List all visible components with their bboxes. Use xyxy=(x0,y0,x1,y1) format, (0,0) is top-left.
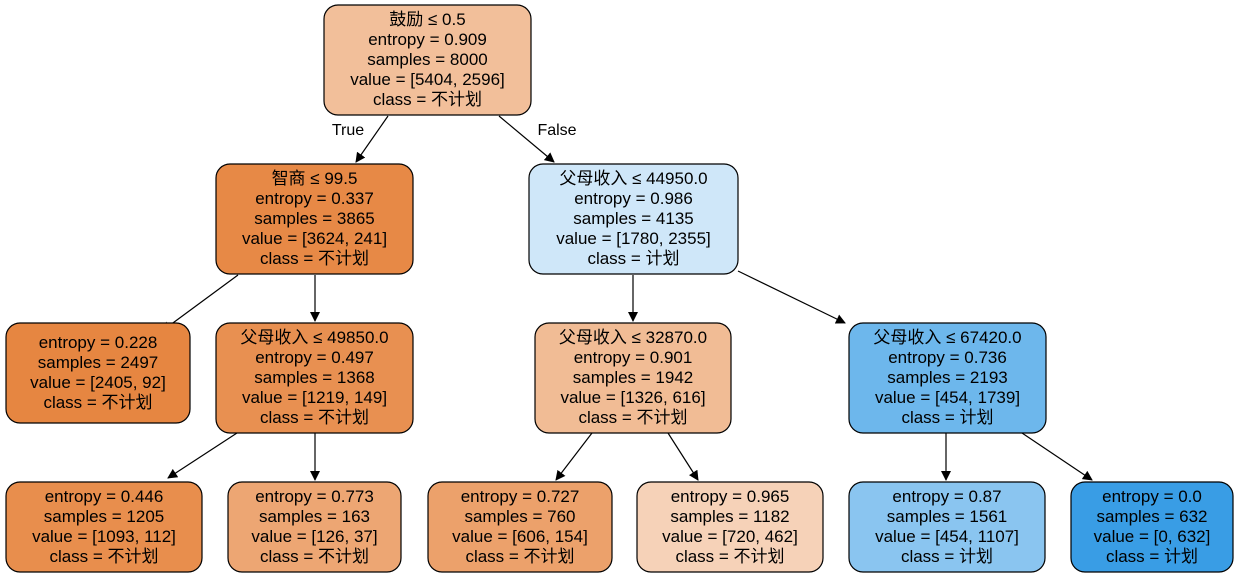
node-line: entropy = 0.0 xyxy=(1102,487,1202,506)
node-line: 鼓励 ≤ 0.5 xyxy=(389,10,465,29)
node-box xyxy=(534,322,732,434)
node-line: class = 不计划 xyxy=(260,408,369,427)
node-line: 父母收入 ≤ 32870.0 xyxy=(559,328,707,347)
node-box xyxy=(5,322,191,424)
node-line: 父母收入 ≤ 67420.0 xyxy=(873,328,1021,347)
node-box xyxy=(427,481,613,573)
node-line: samples = 1942 xyxy=(573,368,694,387)
node-line: samples = 632 xyxy=(1096,507,1207,526)
node-line: class = 计划 xyxy=(901,547,993,566)
node-line: value = [5404, 2596] xyxy=(350,70,505,89)
node-line: class = 不计划 xyxy=(675,547,784,566)
node-line: samples = 1182 xyxy=(670,507,789,526)
edge-n0-n2 xyxy=(498,115,555,163)
node-line: 智商 ≤ 99.5 xyxy=(272,169,358,188)
node-line: entropy = 0.87 xyxy=(892,487,1001,506)
edge-label-false: False xyxy=(537,122,576,139)
edge-n2-n6 xyxy=(737,270,846,324)
node-box xyxy=(227,481,402,573)
node-line: entropy = 0.736 xyxy=(888,348,1007,367)
node-line: samples = 8000 xyxy=(367,50,488,69)
node-line: samples = 2497 xyxy=(38,353,159,372)
node-line: entropy = 0.228 xyxy=(39,333,158,352)
node-line: class = 不计划 xyxy=(465,547,574,566)
node-line: entropy = 0.773 xyxy=(255,487,374,506)
node-line: value = [454, 1739] xyxy=(875,388,1020,407)
node-box xyxy=(636,481,824,573)
node-line: value = [3624, 241] xyxy=(242,229,387,248)
node-line: class = 计划 xyxy=(1106,547,1198,566)
edge-n5-n10 xyxy=(667,432,699,481)
node-line: class = 不计划 xyxy=(578,408,687,427)
node-line: samples = 1205 xyxy=(44,507,165,526)
node-line: value = [2405, 92] xyxy=(30,373,166,392)
node-box xyxy=(848,322,1047,434)
node-box xyxy=(323,4,532,116)
edge-n4-n7 xyxy=(167,432,238,479)
node-line: entropy = 0.446 xyxy=(45,487,164,506)
node-line: class = 计划 xyxy=(587,249,679,268)
node-line: value = [1780, 2355] xyxy=(556,229,711,248)
node-line: 父母收入 ≤ 49850.0 xyxy=(240,328,388,347)
node-line: class = 不计划 xyxy=(49,547,158,566)
node-line: 父母收入 ≤ 44950.0 xyxy=(559,169,707,188)
node-line: class = 计划 xyxy=(901,408,993,427)
edges-layer: True False xyxy=(161,115,1093,481)
node-line: value = [454, 1107] xyxy=(875,527,1019,546)
node-box xyxy=(5,481,203,573)
node-line: class = 不计划 xyxy=(260,249,369,268)
node-line: samples = 1368 xyxy=(254,368,375,387)
edge-label-true: True xyxy=(332,122,364,139)
node-box xyxy=(215,163,414,275)
node-line: samples = 2193 xyxy=(887,368,1008,387)
node-line: value = [1326, 616] xyxy=(560,388,705,407)
node-line: entropy = 0.497 xyxy=(255,348,374,367)
node-line: class = 不计划 xyxy=(260,547,369,566)
node-line: value = [720, 462] xyxy=(662,527,798,546)
node-line: value = [1219, 149] xyxy=(242,388,387,407)
node-box xyxy=(528,163,739,275)
edge-n6-n12 xyxy=(1021,432,1093,481)
node-line: entropy = 0.965 xyxy=(671,487,790,506)
node-line: entropy = 0.337 xyxy=(255,189,374,208)
node-line: entropy = 0.727 xyxy=(461,487,580,506)
node-line: value = [0, 632] xyxy=(1094,527,1211,546)
edge-n1-n3 xyxy=(161,274,239,332)
node-line: value = [126, 37] xyxy=(251,527,377,546)
node-line: entropy = 0.909 xyxy=(368,30,487,49)
node-line: value = [1093, 112] xyxy=(32,527,176,546)
node-line: samples = 163 xyxy=(259,507,370,526)
node-line: value = [606, 154] xyxy=(452,527,588,546)
node-line: entropy = 0.901 xyxy=(574,348,693,367)
edge-n5-n9 xyxy=(555,432,593,481)
node-line: class = 不计划 xyxy=(43,393,152,412)
node-line: samples = 4135 xyxy=(573,209,694,228)
node-line: class = 不计划 xyxy=(373,90,482,109)
node-box xyxy=(1070,481,1234,573)
node-box xyxy=(848,481,1046,573)
node-line: entropy = 0.986 xyxy=(574,189,693,208)
edge-n0-n1 xyxy=(355,115,389,163)
node-line: samples = 760 xyxy=(464,507,575,526)
node-box xyxy=(215,322,414,434)
node-line: samples = 1561 xyxy=(887,507,1008,526)
node-line: samples = 3865 xyxy=(254,209,375,228)
